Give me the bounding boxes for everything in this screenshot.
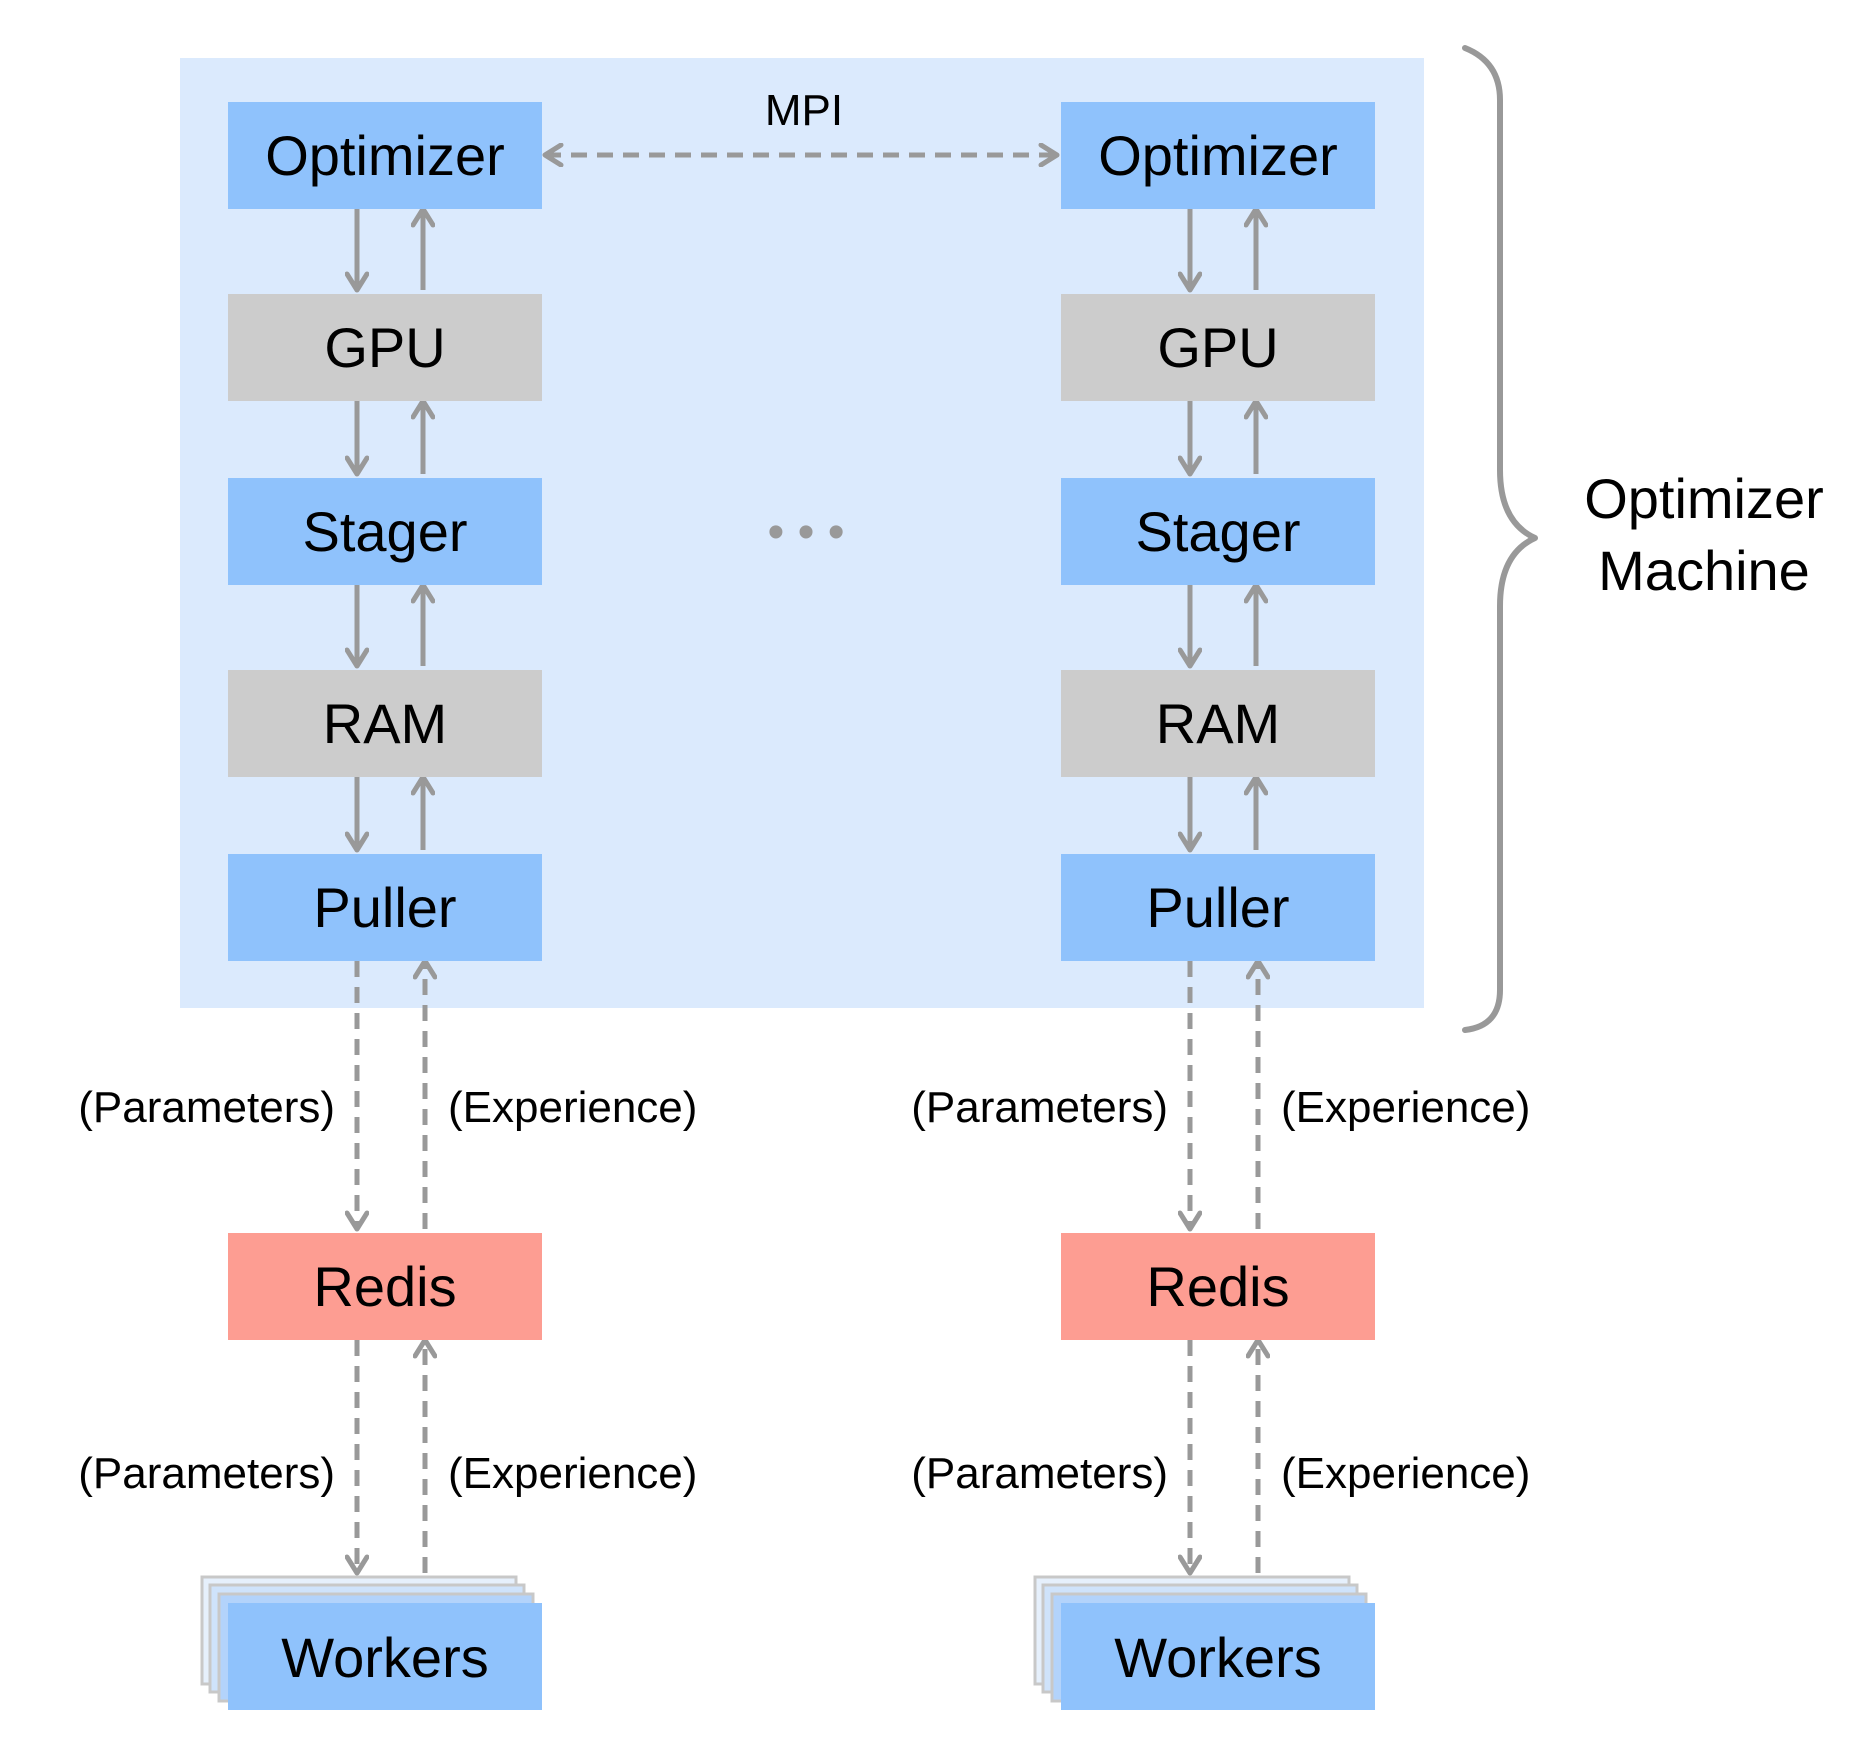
column-1-workers-label: Workers — [281, 1626, 488, 1689]
column-2-params-upper-label: (Parameters) — [911, 1083, 1168, 1132]
column-1-stager-label: Stager — [303, 500, 468, 563]
brace-label-line2: Machine — [1598, 539, 1810, 602]
column-1-workers-stack: Workers — [200, 1575, 542, 1710]
column-2-workers-stack: Workers — [1033, 1575, 1375, 1710]
column-1-exp-upper-label: (Experience) — [448, 1083, 697, 1132]
column-2-gpu-label: GPU — [1157, 316, 1278, 379]
column-2-puller-label: Puller — [1146, 876, 1289, 939]
column-1-ram-box — [228, 670, 542, 777]
mpi-label: MPI — [765, 86, 843, 135]
column-1: Optimizer GPU Stager RAM Puller (Paramet… — [78, 102, 697, 1710]
column-2-external-arrows — [1190, 961, 1258, 1573]
column-2-ram-box — [1061, 670, 1375, 777]
column-1-workers-box — [228, 1603, 542, 1710]
column-1-ram-label: RAM — [323, 692, 447, 755]
column-2-optimizer-box — [1061, 102, 1375, 209]
column-1-optimizer-label: Optimizer — [265, 124, 505, 187]
column-1-params-lower-label: (Parameters) — [78, 1449, 335, 1498]
column-2-stager-label: Stager — [1136, 500, 1301, 563]
column-1-gpu-box — [228, 294, 542, 401]
column-1-redis-label: Redis — [313, 1255, 456, 1318]
column-1-stager-box — [228, 478, 542, 585]
column-2-workers-box — [1061, 1603, 1375, 1710]
ellipsis: • • • — [767, 506, 844, 559]
column-1-puller-box — [228, 854, 542, 961]
column-2-exp-upper-label: (Experience) — [1281, 1083, 1530, 1132]
column-2-stager-box — [1061, 478, 1375, 585]
mpi-link: MPI — [545, 86, 1057, 155]
column-1-optimizer-box — [228, 102, 542, 209]
column-1-internal-arrows — [357, 209, 423, 850]
column-2-internal-arrows — [1190, 209, 1256, 850]
column-1-params-upper-label: (Parameters) — [78, 1083, 335, 1132]
column-2-exp-lower-label: (Experience) — [1281, 1449, 1530, 1498]
column-2-puller-box — [1061, 854, 1375, 961]
column-2-redis-label: Redis — [1146, 1255, 1289, 1318]
column-2-redis-box — [1061, 1233, 1375, 1340]
column-2: Optimizer GPU Stager RAM Puller (Paramet… — [911, 102, 1530, 1710]
optimizer-machine-brace — [1462, 45, 1538, 1033]
brace-label-line1: Optimizer — [1584, 467, 1824, 530]
column-1-gpu-label: GPU — [324, 316, 445, 379]
column-2-params-lower-label: (Parameters) — [911, 1449, 1168, 1498]
column-1-redis-box — [228, 1233, 542, 1340]
column-2-ram-label: RAM — [1156, 692, 1280, 755]
column-1-puller-label: Puller — [313, 876, 456, 939]
column-2-optimizer-label: Optimizer — [1098, 124, 1338, 187]
column-1-external-arrows — [357, 961, 425, 1573]
column-2-gpu-box — [1061, 294, 1375, 401]
column-1-exp-lower-label: (Experience) — [448, 1449, 697, 1498]
column-2-workers-label: Workers — [1114, 1626, 1321, 1689]
